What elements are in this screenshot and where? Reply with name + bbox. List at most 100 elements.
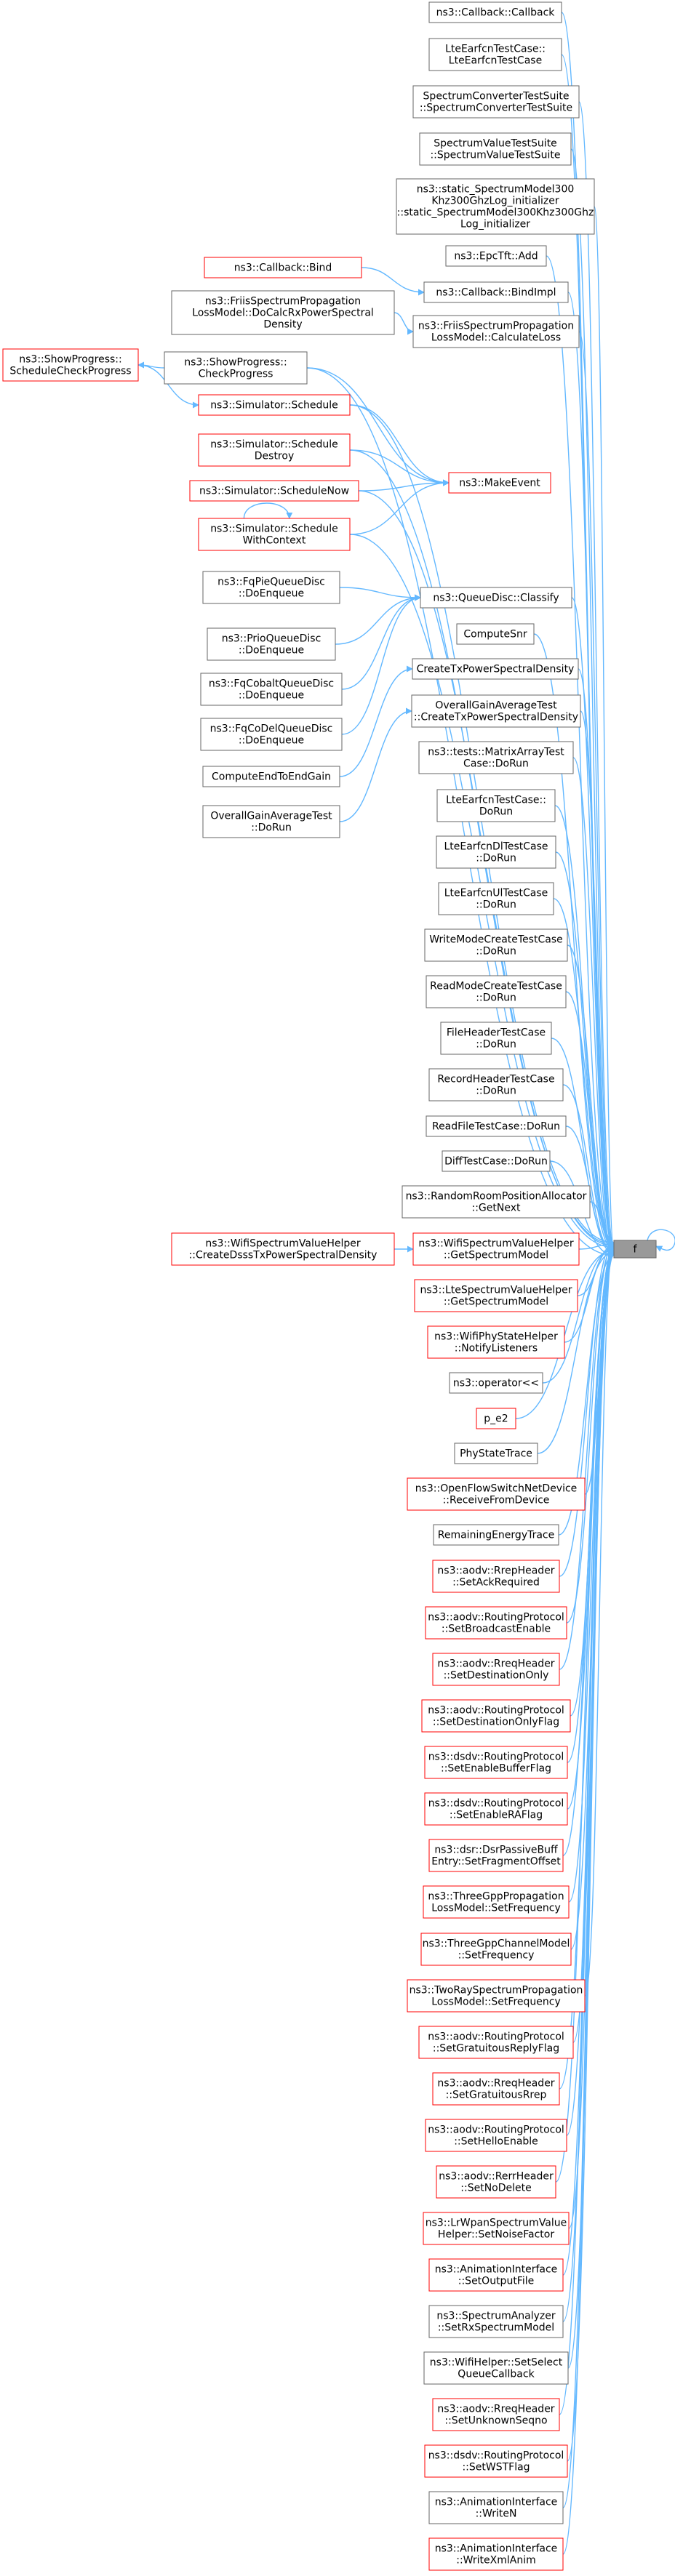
node-n56[interactable]: ns3::ThreeGppChannelModel::SetFrequency: [420, 1933, 572, 1966]
node-n32[interactable]: WriteModeCreateTestCase::DoRun: [424, 928, 568, 962]
node-label-line: Density: [263, 319, 302, 331]
node-n11[interactable]: ns3::ShowProgress::ScheduleCheckProgress: [2, 348, 139, 382]
node-n9[interactable]: ns3::FriisSpectrumPropagationLossModel::…: [171, 290, 395, 335]
node-n58[interactable]: ns3::aodv::RoutingProtocol::SetGratuitou…: [418, 2026, 574, 2059]
node-n20[interactable]: ns3::PrioQueueDisc::DoEnqueue: [207, 627, 336, 661]
node-n46[interactable]: ns3::OpenFlowSwitchNetDevice::ReceiveFro…: [407, 1477, 586, 1511]
node-n5[interactable]: ns3::static_SpectrumModel300Khz300GhzLog…: [396, 178, 595, 235]
node-box: [423, 2212, 570, 2245]
node-n25[interactable]: ns3::FqCoDelQueueDisc::DoEnqueue: [200, 718, 343, 751]
node-n28[interactable]: OverallGainAverageTest::DoRun: [202, 805, 340, 838]
node-label-line: ns3::AnimationInterface: [435, 2497, 558, 2508]
node-n48[interactable]: ns3::aodv::RrepHeader::SetAckRequired: [432, 1560, 560, 1593]
edge-n7-to-n8: [361, 267, 425, 296]
node-n2[interactable]: LteEarfcnTestCase::LteEarfcnTestCase: [428, 38, 562, 71]
node-label-line: ::DoRun: [476, 899, 516, 911]
node-n26[interactable]: ComputeEndToEndGain: [202, 766, 340, 787]
node-n68[interactable]: ns3::AnimationInterface::WriteN: [428, 2491, 564, 2524]
node-box: [419, 132, 572, 166]
node-n1[interactable]: ns3::Callback::Callback: [428, 1, 562, 23]
node-n7[interactable]: ns3::Callback::Bind: [204, 257, 362, 278]
node-n53[interactable]: ns3::dsdv::RoutingProtocol::SetEnableRAF…: [424, 1792, 568, 1826]
node-n66[interactable]: ns3::aodv::RreqHeader::SetUnknownSeqno: [432, 2398, 560, 2431]
node-n51[interactable]: ns3::aodv::RoutingProtocol::SetDestinati…: [421, 1699, 571, 1733]
node-n45[interactable]: PhyStateTrace: [454, 1443, 538, 1464]
node-label-line: ::static_SpectrumModel300Khz300Ghz: [397, 207, 594, 219]
node-n55[interactable]: ns3::ThreeGppPropagationLossModel::SetFr…: [423, 1885, 570, 1919]
node-n8[interactable]: ns3::Callback::BindImpl: [423, 281, 569, 303]
node-n43[interactable]: ns3::operator<<: [449, 1372, 543, 1394]
node-n18[interactable]: ns3::FqPieQueueDisc::DoEnqueue: [202, 571, 340, 604]
node-label-line: ns3::dsdv::RoutingProtocol: [428, 2450, 564, 2462]
node-n40[interactable]: ns3::WifiSpectrumValueHelper::GetSpectru…: [412, 1232, 580, 1266]
node-n54[interactable]: ns3::dsr::DsrPassiveBuffEntry::SetFragme…: [428, 1839, 564, 1872]
node-n47[interactable]: RemainingEnergyTrace: [433, 1524, 559, 1546]
edge-n17-self-loop: [243, 502, 293, 519]
node-n44[interactable]: p_e2: [476, 1408, 516, 1429]
node-n12[interactable]: ns3::ShowProgress::CheckProgress: [164, 351, 308, 385]
node-n64[interactable]: ns3::SpectrumAnalyzer::SetRxSpectrumMode…: [428, 2305, 564, 2338]
node-n50[interactable]: ns3::aodv::RreqHeader::SetDestinationOnl…: [432, 1653, 560, 1686]
node-label-line: ns3::RandomRoomPositionAllocator: [406, 1191, 587, 1203]
node-box: [428, 38, 562, 71]
node-n59[interactable]: ns3::aodv::RreqHeader::SetGratuitousRrep: [432, 2072, 560, 2106]
node-n33[interactable]: ReadModeCreateTestCase::DoRun: [426, 975, 567, 1008]
node-n22[interactable]: ns3::FqCobaltQueueDisc::DoEnqueue: [200, 673, 343, 706]
node-n39[interactable]: ns3::WifiSpectrumValueHelper::CreateDsss…: [171, 1232, 395, 1266]
node-label-line: FileHeaderTestCase: [447, 1027, 546, 1039]
node-n49[interactable]: ns3::aodv::RoutingProtocol::SetBroadcast…: [425, 1606, 567, 1640]
node-n35[interactable]: RecordHeaderTestCase::DoRun: [428, 1068, 564, 1102]
node-label-line: ComputeEndToEndGain: [212, 771, 331, 783]
node-label-line: ns3::LteSpectrumValueHelper: [420, 1285, 572, 1296]
node-n29[interactable]: LteEarfcnTestCase::DoRun: [436, 789, 556, 822]
node-n52[interactable]: ns3::dsdv::RoutingProtocol::SetEnableBuf…: [424, 1746, 568, 1779]
node-n63[interactable]: ns3::AnimationInterface::SetOutputFile: [428, 2258, 564, 2292]
node-box: [414, 1279, 578, 1312]
node-n3[interactable]: SpectrumConverterTestSuite::SpectrumConv…: [412, 85, 580, 119]
node-box: [171, 290, 395, 335]
node-n36[interactable]: ReadFileTestCase::DoRun: [426, 1115, 567, 1137]
node-n13[interactable]: ns3::Simulator::Schedule: [198, 394, 351, 416]
node-n31[interactable]: LteEarfcnUlTestCase::DoRun: [438, 882, 554, 915]
node-n4[interactable]: SpectrumValueTestSuite::SpectrumValueTes…: [419, 132, 572, 166]
node-box: [396, 178, 595, 235]
edge-n17-to-n16: [349, 479, 450, 535]
node-target-f[interactable]: f: [613, 1240, 657, 1259]
node-n15[interactable]: ns3::Simulator::ScheduleNow: [189, 480, 359, 502]
edge-n64-to-f: [562, 1251, 615, 2322]
node-n24[interactable]: OverallGainAverageTest::CreateTxPowerSpe…: [411, 694, 581, 728]
node-n69[interactable]: ns3::AnimationInterface::WriteXmlAnim: [428, 2537, 564, 2571]
node-n38[interactable]: ns3::RandomRoomPositionAllocator::GetNex…: [402, 1185, 591, 1219]
node-box: [428, 1, 562, 23]
node-label-line: ns3::dsdv::RoutingProtocol: [428, 1752, 564, 1763]
node-label-line: ::SetUnknownSeqno: [444, 2415, 547, 2427]
node-n41[interactable]: ns3::LteSpectrumValueHelper::GetSpectrum…: [414, 1279, 578, 1312]
node-box: [412, 315, 580, 348]
node-box: [436, 2165, 556, 2199]
node-n67[interactable]: ns3::dsdv::RoutingProtocol::SetWSTFlag: [424, 2444, 568, 2478]
node-n34[interactable]: FileHeaderTestCase::DoRun: [440, 1022, 552, 1055]
node-box: [200, 673, 343, 706]
node-n10[interactable]: ns3::FriisSpectrumPropagationLossModel::…: [412, 315, 580, 348]
node-n19[interactable]: ns3::QueueDisc::Classify: [420, 587, 572, 609]
edge-n24-to-f: [580, 710, 615, 1257]
node-box: [436, 835, 556, 869]
node-label-line: ::DoRun: [251, 822, 292, 834]
node-n21[interactable]: ComputeSnr: [456, 623, 535, 645]
edge-n48-to-f: [559, 1239, 615, 1577]
node-n57[interactable]: ns3::TwoRaySpectrumPropagationLossModel:…: [407, 1979, 586, 2013]
node-n62[interactable]: ns3::LrWpanSpectrumValueHelper::SetNoise…: [423, 2212, 570, 2245]
node-n60[interactable]: ns3::aodv::RoutingProtocol::SetHelloEnab…: [425, 2119, 567, 2152]
node-n30[interactable]: LteEarfcnDlTestCase::DoRun: [436, 835, 556, 869]
edge-n13-to-n16: [349, 404, 450, 486]
node-n37[interactable]: DiffTestCase::DoRun: [442, 1150, 551, 1172]
node-n16[interactable]: ns3::MakeEvent: [448, 472, 551, 494]
node-n6[interactable]: ns3::EpcTft::Add: [445, 245, 547, 267]
node-n61[interactable]: ns3::aodv::RerrHeader::SetNoDelete: [436, 2165, 556, 2199]
node-n42[interactable]: ns3::WifiPhyStateHelper::NotifyListeners: [427, 1325, 565, 1359]
node-n23[interactable]: CreateTxPowerSpectralDensity: [412, 658, 579, 680]
